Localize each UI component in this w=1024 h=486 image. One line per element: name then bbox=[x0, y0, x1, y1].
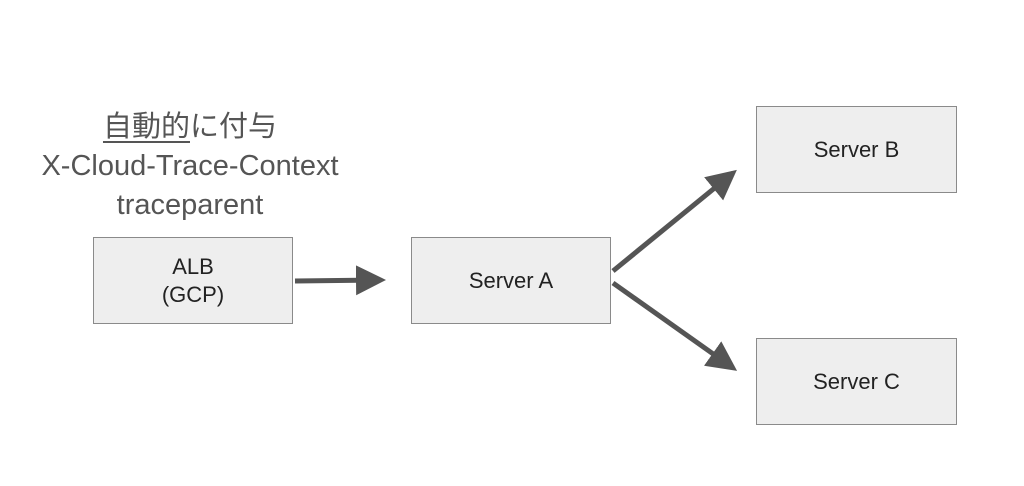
node-server-a-label: Server A bbox=[468, 267, 554, 293]
annotation-line-2: X-Cloud-Trace-Context bbox=[41, 150, 339, 182]
node-alb-label-line-2: (GCP) bbox=[161, 281, 225, 307]
annotation-line-3: traceparent bbox=[116, 189, 264, 221]
header-annotation: 自動的に付与 X-Cloud-Trace-Context traceparent bbox=[10, 108, 370, 225]
annotation-line-1: 自動的に付与 bbox=[10, 108, 370, 147]
arrow-alb-to-server-a bbox=[294, 265, 386, 296]
annotation-text-suffix: に付与 bbox=[190, 111, 278, 143]
arrow-server-a-to-server-b bbox=[611, 169, 737, 273]
node-server-b: Server B bbox=[756, 106, 957, 193]
arrow-server-a-to-server-c bbox=[611, 280, 738, 371]
node-server-a: Server A bbox=[411, 237, 611, 324]
node-alb: ALB (GCP) bbox=[93, 237, 293, 324]
node-server-c-label: Server C bbox=[813, 368, 900, 394]
node-server-b-label: Server B bbox=[813, 136, 900, 162]
node-server-c: Server C bbox=[756, 338, 957, 425]
annotation-underlined-text: 自動的 bbox=[102, 111, 190, 143]
node-alb-label-line-1: ALB bbox=[172, 253, 214, 279]
